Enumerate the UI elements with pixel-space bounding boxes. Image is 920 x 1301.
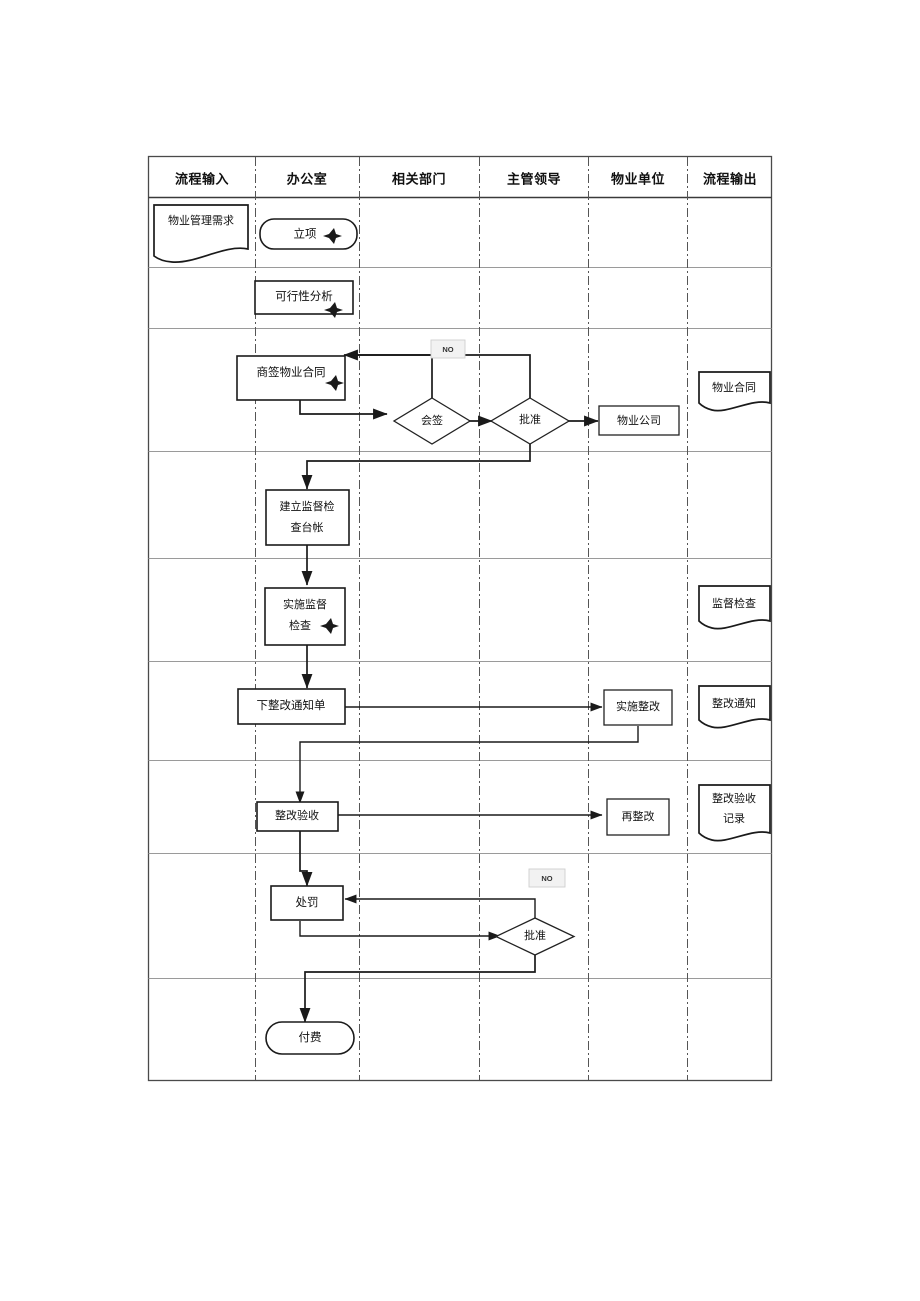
- column-header-office: 办公室: [287, 171, 328, 186]
- node-label-n6: 批准: [519, 412, 541, 426]
- node-label-n15: 整改验收: [275, 808, 319, 822]
- node-property-management-demand[interactable]: 物业管理需求: [153, 204, 249, 263]
- node-label-n5: 会签: [421, 413, 443, 427]
- node-output-inspection-record[interactable]: 监督检查: [698, 585, 771, 630]
- node-label-n8: 物业合同: [712, 380, 756, 394]
- node-label-n11: 监督检查: [712, 596, 756, 610]
- node-label-n10-line1: 实施监督: [283, 597, 327, 611]
- node-rectification-acceptance[interactable]: 整改验收: [256, 801, 339, 832]
- node-carry-out-inspection[interactable]: 实施监督 检查: [264, 587, 346, 646]
- node-label-n20: 付费: [299, 1031, 322, 1044]
- node-payment[interactable]: 付费: [265, 1021, 355, 1055]
- node-label-n18: 处罚: [296, 896, 319, 909]
- node-output-property-contract[interactable]: 物业合同: [698, 371, 771, 412]
- column-header-unit: 物业单位: [611, 171, 665, 186]
- node-penalty[interactable]: 处罚: [270, 885, 344, 921]
- edge-approve2-no-loop: [344, 894, 536, 918]
- node-output-rectification-notice[interactable]: 整改通知: [698, 685, 771, 729]
- table-frame: [147, 155, 773, 1082]
- edge-contract-to-countersign: [299, 400, 388, 420]
- column-header-input: 流程输入: [175, 171, 229, 186]
- node-implement-rectification[interactable]: 实施整改: [603, 689, 673, 726]
- node-label-n17-line1: 整改验收: [712, 791, 756, 805]
- lane-dividers: [255, 157, 688, 1080]
- column-header-output: 流程输出: [703, 171, 757, 186]
- node-label-n12: 下整改通知单: [257, 698, 326, 712]
- edge-label-no-1: NO: [430, 339, 466, 359]
- column-header-dept: 相关部门: [392, 171, 446, 186]
- node-decision-approve-2[interactable]: 批准: [494, 917, 576, 956]
- edge-penalty-to-approve2: [299, 921, 501, 941]
- connectors: [295, 349, 639, 1023]
- edge-acceptance-to-penalty: [299, 829, 313, 887]
- table-header-row: 流程输入 办公室 相关部门 主管领导 物业单位 流程输出: [175, 171, 757, 186]
- node-label-n1-line1: 物业管理需求: [168, 213, 234, 227]
- edge-rectify-to-acceptance: [295, 726, 639, 804]
- node-issue-rectification-notice[interactable]: 下整改通知单: [237, 688, 346, 725]
- node-label-n2: 立项: [294, 227, 317, 241]
- node-property-company[interactable]: 物业公司: [598, 405, 680, 436]
- node-negotiate-contract[interactable]: 商签物业合同: [236, 355, 346, 401]
- edge-label-no-2: NO: [528, 868, 566, 888]
- edge-approve-to-ledger: [301, 444, 531, 490]
- node-label-n7: 物业公司: [617, 413, 661, 427]
- node-label-n14: 整改通知: [712, 696, 756, 710]
- edge-label-no-2-text: NO: [541, 874, 552, 883]
- node-project-initiation[interactable]: 立项: [259, 218, 358, 250]
- node-output-acceptance-record[interactable]: 整改验收 记录: [698, 784, 771, 842]
- node-decision-countersign[interactable]: 会签: [392, 397, 472, 445]
- edge-approve-no-loop: [348, 354, 531, 398]
- node-decision-approve-1[interactable]: 批准: [489, 397, 571, 445]
- edge-countersign-no-loop: [343, 349, 433, 398]
- sparkle-icon: [325, 375, 344, 391]
- node-label-n3: 可行性分析: [275, 289, 333, 303]
- column-header-leader: 主管领导: [507, 171, 561, 186]
- node-label-n4: 商签物业合同: [257, 365, 326, 379]
- node-label-n9-line1: 建立监督检: [280, 499, 335, 513]
- edge-approve2-to-pay: [299, 955, 536, 1023]
- node-label-n17-line2: 记录: [723, 812, 745, 825]
- sparkle-icon: [320, 618, 339, 634]
- node-label-n9-line2: 查台帐: [291, 520, 324, 534]
- node-label-n13: 实施整改: [616, 699, 660, 713]
- node-label-n10-line2: 检查: [289, 618, 311, 632]
- edge-label-no-1-text: NO: [442, 345, 453, 354]
- sparkle-icon: [323, 228, 342, 244]
- node-re-rectification[interactable]: 再整改: [606, 798, 670, 836]
- node-establish-inspection-ledger[interactable]: 建立监督检 查台帐: [265, 489, 350, 546]
- node-label-n16: 再整改: [622, 809, 655, 823]
- sparkle-icon: [324, 302, 343, 318]
- node-label-n19: 批准: [524, 928, 546, 942]
- row-separators: [148, 266, 772, 980]
- node-feasibility-analysis[interactable]: 可行性分析: [254, 280, 354, 318]
